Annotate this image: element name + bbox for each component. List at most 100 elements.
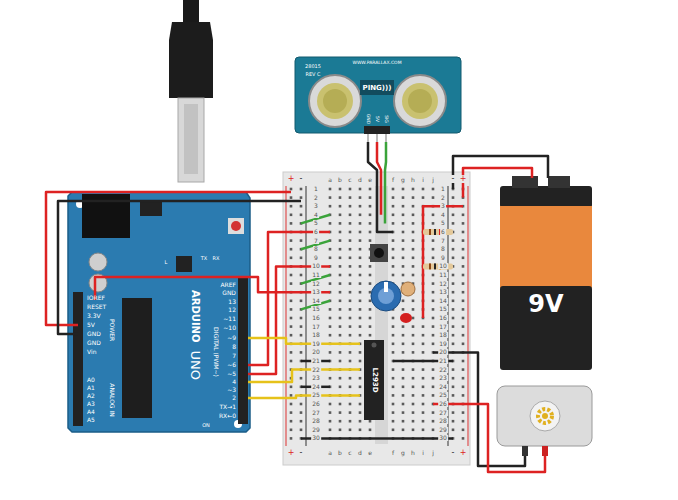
- breadboard-hole: [359, 231, 362, 234]
- column-letter: i: [421, 450, 425, 456]
- breadboard-hole: [462, 300, 465, 303]
- breadboard-hole: [369, 205, 372, 208]
- row-number: 22: [438, 367, 448, 373]
- breadboard-hole: [402, 205, 405, 208]
- breadboard-hole: [422, 394, 425, 397]
- breadboard-hole: [402, 403, 405, 406]
- ping-sensor: [385, 134, 387, 142]
- breadboard-hole: [412, 196, 415, 199]
- row-number: 24: [311, 384, 321, 390]
- breadboard-hole: [452, 282, 455, 285]
- breadboard-hole: [369, 325, 372, 328]
- breadboard-hole: [462, 394, 465, 397]
- breadboard-hole: [462, 222, 465, 225]
- breadboard-hole: [462, 308, 465, 311]
- breadboard-hole: [392, 429, 395, 432]
- part-number: 28015: [305, 64, 321, 69]
- breadboard-hole: [462, 265, 465, 268]
- breadboard-hole: [392, 368, 395, 371]
- breadboard-hole: [290, 394, 293, 397]
- breadboard-hole: [432, 300, 435, 303]
- breadboard-hole: [329, 282, 332, 285]
- breadboard-hole: [432, 282, 435, 285]
- pin-label: TX→1: [219, 404, 236, 410]
- column-letter: j: [431, 450, 435, 456]
- breadboard-hole: [432, 291, 435, 294]
- breadboard-hole: [402, 214, 405, 217]
- breadboard-hole: [432, 222, 435, 225]
- breadboard-hole: [452, 196, 455, 199]
- led-label: L: [165, 260, 168, 265]
- breadboard-hole: [452, 291, 455, 294]
- breadboard-hole: [359, 239, 362, 242]
- row-number: 16: [311, 315, 321, 321]
- breadboard-hole: [402, 257, 405, 260]
- wires: [301, 437, 453, 440]
- breadboard-hole: [290, 429, 293, 432]
- breadboard-hole: [300, 196, 303, 199]
- row-number: 13: [311, 289, 321, 295]
- breadboard-hole: [422, 403, 425, 406]
- column-letter: g: [400, 450, 406, 456]
- breadboard-hole: [349, 239, 352, 242]
- row-number: 1: [440, 186, 446, 192]
- breadboard-hole: [392, 403, 395, 406]
- pin-label: GND: [87, 340, 101, 346]
- breadboard-hole: [359, 420, 362, 423]
- row-number: 29: [311, 427, 321, 433]
- breadboard-hole: [329, 248, 332, 251]
- breadboard-hole: [329, 325, 332, 328]
- column-letter: h: [410, 450, 416, 456]
- breadboard-hole: [349, 420, 352, 423]
- breadboard-hole: [402, 274, 405, 277]
- breadboard-hole: [432, 377, 435, 380]
- breadboard-components: [364, 340, 384, 420]
- breadboard-hole: [300, 205, 303, 208]
- ping-sensor: [402, 83, 438, 119]
- ping-sensor: [394, 75, 446, 127]
- arduino-board: [89, 253, 107, 271]
- row-number: 20: [311, 349, 321, 355]
- breadboard-hole: [452, 325, 455, 328]
- usb-cable: [169, 22, 213, 98]
- pin-label: A5: [87, 417, 95, 423]
- breadboard-hole: [432, 239, 435, 242]
- node-text: UNO: [189, 350, 202, 379]
- row-number: 25: [438, 392, 448, 398]
- row-number: 9: [313, 255, 319, 261]
- column-letter: c: [347, 177, 352, 183]
- breadboard-hole: [452, 222, 455, 225]
- breadboard-hole: [359, 291, 362, 294]
- led-label: ON: [202, 423, 210, 428]
- battery-9v: [500, 286, 592, 370]
- rail-sign: +: [459, 175, 468, 183]
- breadboard-hole: [462, 214, 465, 217]
- breadboard-hole: [402, 394, 405, 397]
- breadboard-hole: [369, 282, 372, 285]
- breadboard-hole: [339, 257, 342, 260]
- breadboard-components: [371, 281, 401, 311]
- breadboard-hole: [412, 420, 415, 423]
- breadboard-hole: [359, 222, 362, 225]
- breadboard: [286, 186, 287, 446]
- usb-cable: [178, 98, 204, 182]
- pin-label: ~9: [227, 335, 236, 341]
- breadboard-hole: [402, 334, 405, 337]
- breadboard-hole: [422, 386, 425, 389]
- rail-sign: -: [299, 175, 304, 183]
- breadboard-hole: [402, 411, 405, 414]
- row-number: 8: [313, 246, 319, 252]
- breadboard-hole: [290, 360, 293, 363]
- breadboard-hole: [369, 265, 372, 268]
- breadboard-hole: [359, 308, 362, 311]
- breadboard-hole: [422, 188, 425, 191]
- breadboard-hole: [452, 394, 455, 397]
- breadboard-hole: [392, 222, 395, 225]
- dc-motor: [542, 413, 548, 419]
- breadboard-hole: [452, 214, 455, 217]
- column-letter: f: [391, 177, 395, 183]
- breadboard-hole: [349, 325, 352, 328]
- breadboard-hole: [392, 274, 395, 277]
- dc-motor: [530, 401, 560, 431]
